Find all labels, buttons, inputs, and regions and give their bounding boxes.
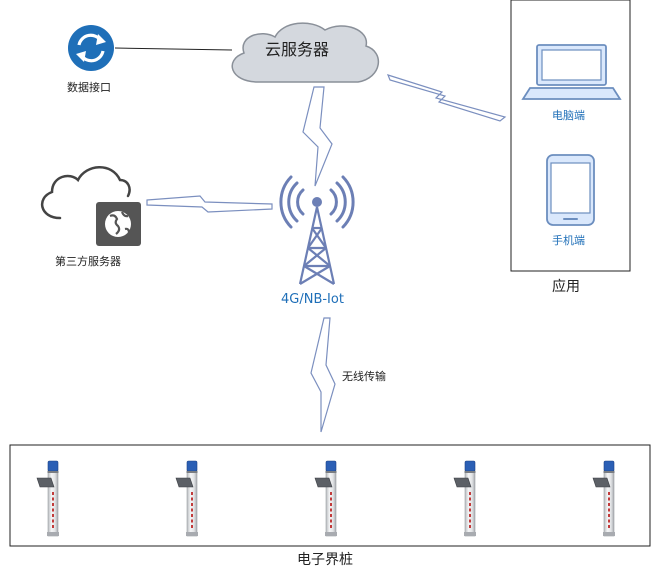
cloud-server-label: 云服务器 (265, 40, 330, 59)
data-interface-connector (114, 47, 233, 51)
wireless-label: 无线传输 (342, 370, 386, 383)
boundary-pile-icon (175, 460, 198, 537)
third-party-server-label: 第三方服务器 (55, 255, 121, 268)
sync-icon[interactable] (68, 25, 114, 71)
third-party-server-icon[interactable] (40, 166, 141, 246)
application-box (510, 0, 631, 272)
cloud-to-pc-link (386, 74, 507, 122)
data-interface-label: 数据接口 (67, 81, 111, 94)
tower-to-piles-link (310, 317, 336, 433)
cell-tower-icon (279, 175, 355, 285)
mobile-label: 手机端 (552, 234, 585, 247)
boundary-pile-icon (592, 460, 615, 537)
phone-icon[interactable] (546, 154, 595, 226)
cloud-server-shape (231, 22, 380, 83)
third-party-to-tower-link (146, 195, 273, 213)
tower-label: 4G/NB-Iot (281, 292, 344, 307)
pc-label: 电脑端 (552, 109, 585, 122)
application-title: 应用 (552, 279, 580, 295)
boundary-pile-icon (314, 460, 337, 537)
piles-group (36, 460, 615, 537)
cloud-to-tower-link (302, 86, 333, 187)
boundary-pile-icon (453, 460, 476, 537)
piles-label: 电子界桩 (297, 552, 353, 568)
boundary-pile-icon (36, 460, 59, 537)
laptop-icon[interactable] (521, 44, 622, 100)
